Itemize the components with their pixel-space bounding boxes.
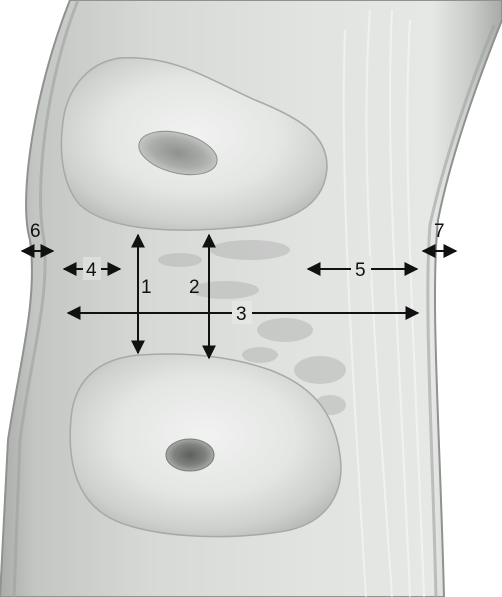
label-1: 1 bbox=[141, 277, 152, 298]
lower-pit bbox=[166, 439, 214, 471]
label-4: 4 bbox=[86, 260, 97, 281]
label-7: 7 bbox=[434, 221, 445, 242]
label-2: 2 bbox=[189, 277, 200, 298]
label-5: 5 bbox=[355, 260, 366, 281]
label-6: 6 bbox=[30, 221, 41, 242]
label-3: 3 bbox=[236, 304, 247, 325]
